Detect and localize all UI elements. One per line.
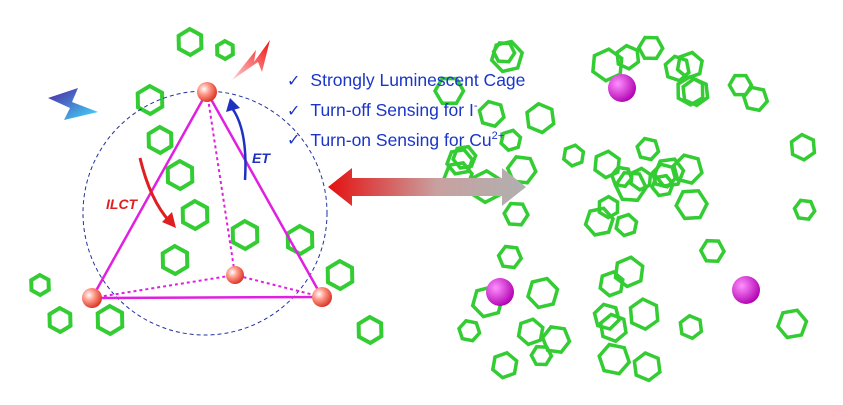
aromatic-ring: [591, 47, 624, 83]
aromatic-ring: [457, 318, 482, 343]
metal-ion: [486, 278, 514, 306]
aromatic-ring: [614, 212, 639, 238]
aromatic-ring: [325, 258, 355, 292]
aromatic-ring: [432, 76, 466, 106]
vertex-ball: [197, 82, 217, 102]
aromatic-ring: [160, 243, 190, 277]
aromatic-ring: [789, 132, 817, 162]
aromatic-ring: [540, 325, 572, 354]
aromatic-ring: [95, 303, 125, 337]
aromatic-ring: [529, 345, 554, 367]
check-icon: ✓: [287, 72, 301, 90]
cage-triangle: [89, 89, 325, 300]
vertex-ball: [312, 287, 332, 307]
aromatic-ring: [613, 170, 649, 203]
aromatic-ring: [215, 38, 235, 62]
ilct-label: ILCT: [106, 196, 138, 212]
aromatic-ring: [525, 101, 556, 135]
feature-list: ✓Strongly Luminescent Cage ✓Turn-off Sen…: [287, 64, 525, 153]
aromatic-ring: [146, 124, 174, 156]
aromatic-ring: [165, 158, 195, 192]
et-label: ET: [252, 150, 270, 166]
aromatic-ring: [176, 26, 204, 58]
feature-item: ✓Turn-off Sensing for I-: [287, 94, 525, 124]
aromatic-ring: [636, 35, 665, 61]
aromatic-ring: [652, 157, 686, 188]
aromatic-ring: [285, 223, 315, 257]
aromatic-ring: [47, 305, 73, 335]
molecular-bonds: [29, 26, 817, 383]
aromatic-ring: [628, 297, 660, 332]
aromatic-ring: [675, 50, 705, 80]
aromatic-ring: [499, 128, 523, 153]
metal-ion: [732, 276, 760, 304]
et-arrow: [230, 107, 247, 181]
aromatic-ring: [698, 238, 727, 263]
aromatic-ring: [598, 270, 625, 298]
aromatic-ring: [775, 308, 809, 340]
aromatic-ring: [526, 276, 560, 310]
emission-bolt-icon: [232, 40, 270, 80]
check-icon: ✓: [287, 102, 301, 120]
aromatic-ring: [230, 218, 260, 252]
feature-item: ✓Turn-on Sensing for Cu2+: [287, 124, 525, 154]
aromatic-ring: [792, 198, 817, 222]
aromatic-ring: [356, 314, 384, 346]
check-icon: ✓: [287, 132, 301, 150]
aromatic-ring: [676, 74, 705, 107]
vertex-ball: [226, 266, 244, 284]
aromatic-ring: [451, 144, 478, 170]
aromatic-ring: [613, 255, 645, 289]
aromatic-ring: [650, 173, 675, 198]
aromatic-ring: [592, 302, 621, 331]
aromatic-ring: [496, 244, 524, 270]
excitation-bolt-icon: [48, 88, 98, 120]
aromatic-ring: [671, 153, 704, 186]
aromatic-ring: [741, 85, 770, 113]
aromatic-ring: [635, 136, 661, 162]
aromatic-ring: [445, 147, 475, 176]
aromatic-ring: [490, 350, 519, 380]
aromatic-ring: [477, 99, 506, 129]
aromatic-ring: [561, 143, 586, 168]
aromatic-ring: [597, 342, 632, 376]
aromatic-ring: [593, 149, 621, 180]
aromatic-ring: [663, 54, 691, 83]
aromatic-ring: [598, 312, 628, 344]
feature-item: ✓Strongly Luminescent Cage: [287, 64, 525, 94]
aromatic-ring: [597, 194, 620, 220]
aromatic-ring: [615, 43, 641, 71]
aromatic-ring: [135, 83, 165, 117]
aromatic-ring: [491, 41, 517, 64]
aromatic-ring: [632, 350, 662, 383]
aromatic-ring: [29, 272, 51, 298]
cage-dashed-edges: [91, 91, 323, 299]
aromatic-ring: [583, 206, 615, 237]
aromatic-ring: [505, 155, 538, 185]
aromatic-ring: [674, 188, 710, 221]
aromatic-ring: [516, 317, 545, 347]
double-arrow-icon: [328, 168, 526, 206]
metal-ion: [608, 74, 636, 102]
aromatic-ring: [502, 201, 530, 227]
aromatic-ring: [180, 198, 210, 232]
vertex-ball: [82, 288, 102, 308]
aromatic-ring: [678, 313, 704, 341]
